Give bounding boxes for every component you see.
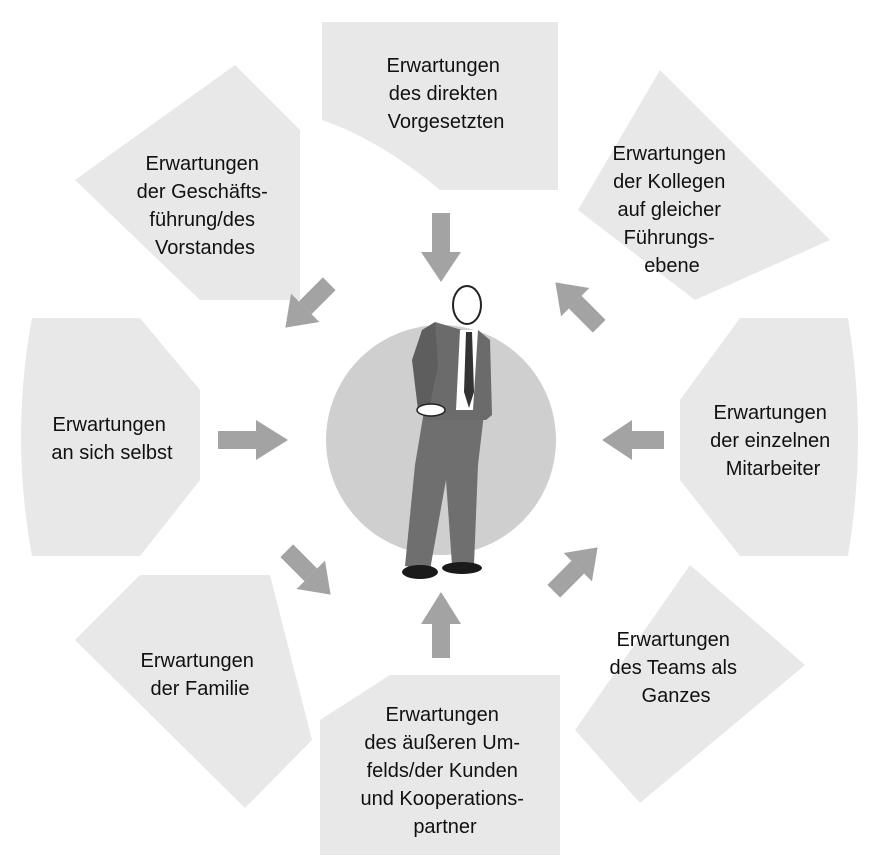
label-line: Erwartungen — [146, 153, 259, 175]
label-line: des Teams als — [609, 657, 736, 679]
label-line: und Kooperations- — [360, 788, 523, 810]
figure-hand — [417, 404, 445, 416]
label-line: Erwartungen — [53, 414, 166, 436]
label-line: der Familie — [151, 678, 250, 700]
label-line: Vorgesetzten — [388, 111, 505, 133]
arrow-left — [218, 420, 288, 460]
label-right: Erwartungen der einzelnen Mitarbeiter — [710, 402, 836, 480]
arrow-right — [602, 420, 664, 460]
arrow-top-right — [541, 268, 613, 340]
arrow-bottom-right — [540, 533, 612, 605]
label-line: Mitarbeiter — [726, 458, 821, 480]
label-line: ebene — [644, 255, 700, 277]
label-line: partner — [413, 816, 477, 838]
label-line: der Geschäfts- — [137, 181, 268, 203]
segment-left — [21, 318, 200, 556]
label-line: des äußeren Um- — [364, 732, 520, 754]
label-line: der Kollegen — [613, 171, 725, 193]
label-line: Erwartungen — [613, 143, 726, 165]
label-line: führung/des — [149, 209, 255, 231]
label-line: Erwartungen — [714, 402, 827, 424]
arrow-top — [421, 213, 461, 282]
label-line: Erwartungen — [386, 704, 499, 726]
figure-shoe-right — [442, 562, 482, 574]
label-line: Erwartungen — [141, 650, 254, 672]
label-line: an sich selbst — [51, 442, 173, 464]
segment-bottom-right — [575, 565, 805, 803]
figure-shoe-left — [402, 565, 438, 579]
label-line: des direkten — [389, 83, 498, 105]
arrow-bottom — [421, 592, 461, 658]
label-line: Erwartungen — [617, 629, 730, 651]
label-line: Erwartungen — [387, 55, 500, 77]
label-top: Erwartungen des direkten Vorgesetzten — [387, 55, 506, 133]
label-line: felds/der Kunden — [367, 760, 518, 782]
figure-head — [453, 286, 481, 324]
label-line: Führungs- — [624, 227, 715, 249]
label-line: Ganzes — [642, 685, 711, 707]
arrow-bottom-left — [273, 537, 345, 609]
label-line: der einzelnen — [710, 430, 830, 452]
label-line: auf gleicher — [618, 199, 722, 221]
label-line: Vorstandes — [155, 237, 255, 259]
segment-top — [322, 22, 558, 190]
